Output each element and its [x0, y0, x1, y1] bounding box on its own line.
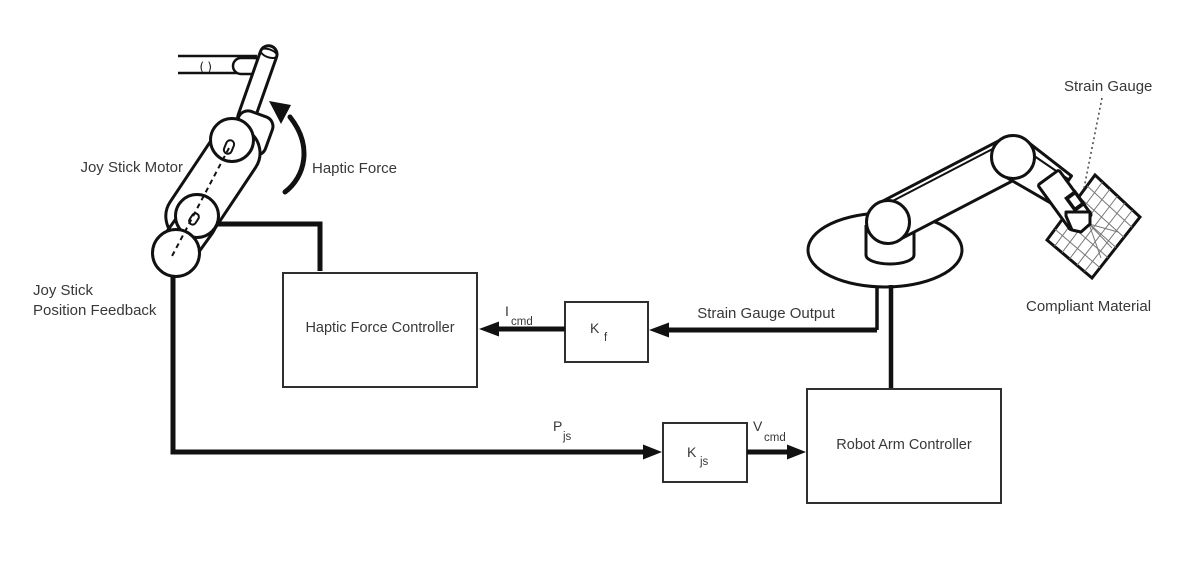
haptic-force-arrowhead-icon [269, 101, 291, 124]
joy-stick-motor-label: Joy Stick Motor [80, 159, 183, 176]
kf-label-sub: f [604, 332, 608, 344]
joystick-top-shaft-mark [222, 139, 236, 155]
vcmd-arrowhead-icon [787, 444, 806, 460]
robot-arm-controller-label: Robot Arm Controller [836, 437, 972, 453]
strain-gauge-label: Strain Gauge [1064, 78, 1152, 95]
strain-gauge-output-arrowhead-icon [649, 322, 669, 338]
joystick-handle-cap [259, 47, 278, 60]
icmd-label-sub: cmd [511, 316, 533, 328]
joystick-base-ball [151, 228, 201, 278]
haptic-force-arc [282, 114, 307, 195]
strain-gauge-output-label: Strain Gauge Output [697, 305, 835, 322]
compliant-material-strain-lines [1088, 223, 1119, 259]
haptic-force-controller-box [282, 272, 478, 388]
kjs-gain-box [662, 422, 748, 483]
compliant-material-label: Compliant Material [1026, 298, 1151, 315]
robot-upper-arm-edge-line [880, 141, 1007, 208]
pjs-label-sub: js [562, 431, 572, 443]
joystick-mid-shaft-mark [188, 212, 200, 226]
haptic-force-controller-label: Haptic Force Controller [305, 320, 454, 336]
kjs-label-main: K [687, 444, 697, 460]
controller-blocks [282, 272, 1002, 504]
robot-arm-drawing [806, 97, 1143, 330]
pjs-label-main: P [553, 418, 562, 434]
strain-gauge-pointer-line [1083, 97, 1103, 189]
signal-arrowheads [479, 321, 806, 460]
robot-arm-controller-box [806, 388, 1002, 504]
strain-gauge-element [1064, 189, 1086, 213]
joystick-drawing [151, 44, 307, 278]
joystick-axis-dashed-line [170, 147, 230, 259]
signal-lines [170, 221, 894, 455]
vcmd-label-sub: cmd [764, 432, 786, 444]
robot-shoulder-joint [865, 199, 911, 245]
kjs-label-sub: js [699, 456, 709, 468]
robot-gripper-tip [1064, 210, 1092, 234]
robot-elbow-joint [990, 134, 1036, 180]
rail-mark-label: () [198, 60, 214, 74]
joystick-to-hfc-line [216, 221, 323, 271]
position-feedback-line [170, 277, 644, 455]
position-feedback-label-line1: Joy Stick [33, 282, 94, 299]
pjs-arrowhead-icon [643, 444, 662, 460]
kf-gain-box [564, 301, 649, 363]
position-feedback-label-line2: Position Feedback [33, 302, 157, 319]
kf-label-main: K [590, 320, 600, 336]
vcmd-label-main: V [753, 418, 763, 434]
icmd-arrowhead-icon [479, 321, 499, 337]
haptic-force-label: Haptic Force [312, 160, 397, 177]
icmd-label-main: I [505, 303, 509, 319]
